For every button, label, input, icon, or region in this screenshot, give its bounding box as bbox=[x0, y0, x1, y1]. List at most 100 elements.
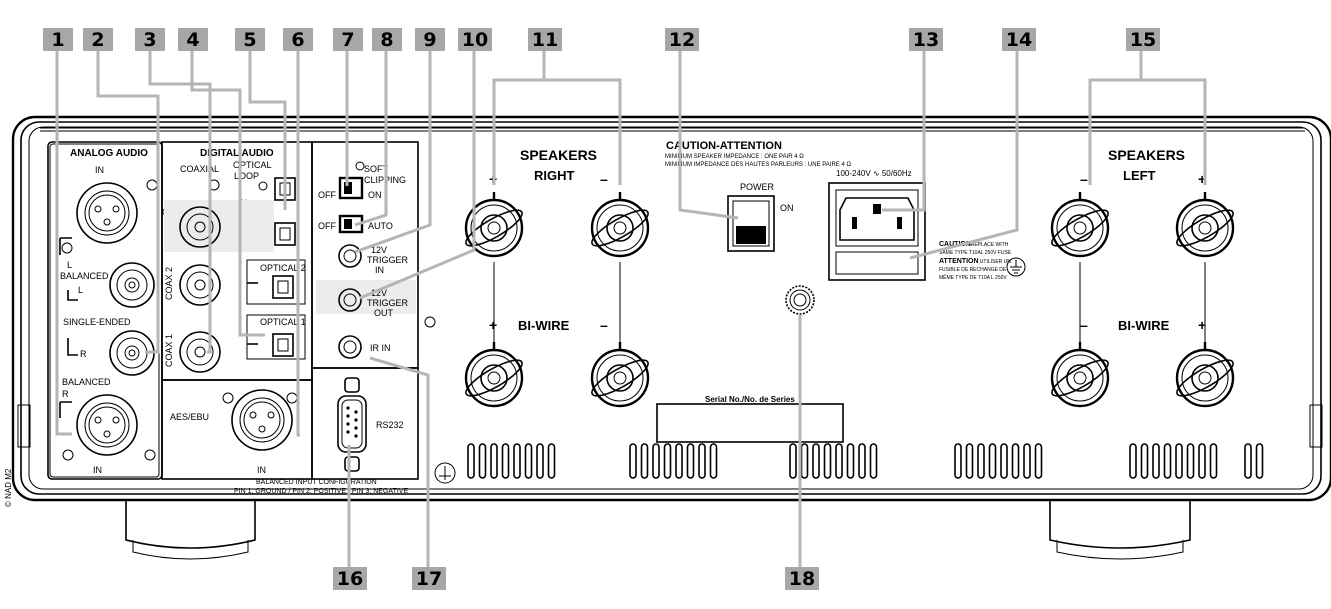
callout-3: 3 bbox=[135, 28, 165, 51]
binding-post-3 bbox=[464, 342, 524, 408]
callout-4: 4 bbox=[178, 28, 208, 51]
binding-post-1 bbox=[464, 192, 524, 258]
coax-out-jack bbox=[179, 179, 221, 248]
soft-clipping-off: OFF bbox=[318, 190, 336, 200]
callout-17: 17 bbox=[412, 567, 446, 590]
power-on-label: ON bbox=[780, 203, 794, 213]
svg-text:12: 12 bbox=[669, 29, 695, 51]
callout-6: 6 bbox=[283, 28, 313, 51]
svg-text:18: 18 bbox=[789, 568, 815, 590]
callout-11: 11 bbox=[528, 28, 562, 51]
left-biwire-plus: + bbox=[1198, 317, 1206, 333]
binding-post-6 bbox=[1175, 192, 1235, 258]
auto-on: AUTO bbox=[368, 221, 393, 231]
xlr-in-top: IN bbox=[59, 165, 158, 255]
callout-15: 15 bbox=[1126, 28, 1160, 51]
speakers-right-title: SPEAKERS bbox=[520, 147, 597, 163]
speaker-binding-posts bbox=[464, 192, 1235, 408]
analog-audio-title: ANALOG AUDIO bbox=[70, 148, 148, 159]
balanced-r-title: BALANCED bbox=[62, 377, 111, 387]
left-biwire-minus: – bbox=[1080, 317, 1088, 333]
callout-18: 18 bbox=[785, 567, 819, 590]
trigger-in-1: 12V bbox=[371, 245, 387, 255]
svg-text:17: 17 bbox=[416, 568, 442, 590]
coax1-jack bbox=[179, 331, 221, 373]
loop-label: LOOP bbox=[234, 171, 259, 181]
mains-label: 100-240V ∿ 50/60Hz bbox=[836, 169, 912, 178]
svg-text:9: 9 bbox=[423, 29, 436, 51]
rs232-label: RS232 bbox=[376, 420, 404, 430]
svg-text:8: 8 bbox=[380, 29, 393, 51]
svg-text:2: 2 bbox=[91, 29, 104, 51]
ground-symbol-icon bbox=[1006, 257, 1026, 277]
auto-off: OFF bbox=[318, 221, 336, 231]
svg-text:15: 15 bbox=[1130, 29, 1156, 51]
copyright-label: © NAD M2 bbox=[4, 468, 13, 507]
xlr-in-top-label: IN bbox=[95, 165, 104, 175]
balanced-config-1: BALANCED INPUT CONFIGURATION bbox=[256, 479, 377, 486]
xlr-in-bottom-label: IN bbox=[93, 465, 102, 475]
digital-audio-panel: DIGITAL AUDIO COAXIAL OPTICAL LOOP IN OU… bbox=[161, 141, 419, 480]
callout-7: 7 bbox=[333, 28, 363, 51]
ir-in-jack: IR IN bbox=[338, 335, 391, 359]
callout-leader-lines bbox=[55, 51, 1207, 567]
fuse-caution-text-2: SAME TYPE T10AL 250V FUSE bbox=[939, 250, 1012, 256]
soft-clipping-on: ON bbox=[368, 190, 382, 200]
left-top-plus: + bbox=[1198, 171, 1206, 187]
coax2-label: COAX 2 bbox=[164, 267, 174, 300]
fuse-attention: ATTENTION bbox=[939, 258, 979, 265]
binding-post-5 bbox=[1050, 192, 1110, 258]
fuse-attention-text-1: : UTILISER UN bbox=[977, 259, 1011, 265]
balanced-l-letter: L bbox=[67, 260, 72, 270]
binding-post-4 bbox=[590, 342, 650, 408]
fuse-attention-text-2: FUSIBLE DE RECHANGE DE bbox=[939, 267, 1007, 273]
rca-single-ended-r: R bbox=[67, 330, 155, 376]
callout-9: 9 bbox=[415, 28, 445, 51]
left-top-minus: – bbox=[1080, 171, 1088, 187]
right-biwire-minus: – bbox=[600, 317, 608, 333]
power-label: POWER bbox=[740, 182, 775, 192]
fuse-caution-text-1: : REPLACE WITH bbox=[968, 242, 1009, 248]
serial-number-plate: Serial No./No. de Series bbox=[656, 395, 844, 443]
iec-power-inlet: 100-240V ∿ 50/60Hz bbox=[828, 169, 926, 281]
coax2-jack bbox=[179, 264, 221, 306]
right-biwire-label: BI-WIRE bbox=[518, 318, 570, 333]
optical1-label: OPTICAL 1 bbox=[260, 317, 306, 327]
callout-2: 2 bbox=[83, 28, 113, 51]
binding-post-2 bbox=[590, 192, 650, 258]
svg-text:7: 7 bbox=[341, 29, 354, 51]
svg-text:4: 4 bbox=[186, 29, 199, 51]
coaxial-label: COAXIAL bbox=[180, 164, 219, 174]
svg-text:3: 3 bbox=[143, 29, 156, 51]
balanced-config-2: PIN 1: GROUND / PIN 2: POSITIVE / PIN 3:… bbox=[234, 488, 408, 495]
aes-ebu-connector: AES/EBU IN bbox=[170, 389, 298, 475]
binding-post-7 bbox=[1050, 342, 1110, 408]
serial-label: Serial No./No. de Series bbox=[705, 395, 795, 404]
svg-text:5: 5 bbox=[243, 29, 256, 51]
optical2-connector bbox=[246, 259, 306, 305]
callout-10: 10 bbox=[458, 28, 492, 51]
svg-text:16: 16 bbox=[337, 568, 363, 590]
callout-13: 13 bbox=[909, 28, 943, 51]
right-top-minus: – bbox=[600, 171, 608, 187]
caution-line-2: MINIMUM IMPEDANCE DES HAUTES PARLEURS : … bbox=[665, 162, 851, 168]
trigger-in-3: IN bbox=[375, 265, 384, 275]
callout-16: 16 bbox=[333, 567, 367, 590]
xlr-in-bottom: IN bbox=[59, 394, 156, 475]
aes-ebu-label: AES/EBU bbox=[170, 412, 209, 422]
optical-label: OPTICAL bbox=[233, 160, 272, 170]
trigger-out-2: TRIGGER bbox=[367, 298, 409, 308]
analog-audio-panel: ANALOG AUDIO bbox=[47, 141, 163, 480]
single-ended-label: SINGLE-ENDED bbox=[63, 317, 131, 327]
ventilation-slots bbox=[467, 443, 1264, 479]
balanced-l-label: BALANCED bbox=[60, 271, 109, 281]
fuse-attention-text-3: MÊME TYPE DE T10A L 250V bbox=[939, 273, 1007, 281]
power-switch: POWER ON bbox=[727, 182, 794, 252]
binding-post-8 bbox=[1175, 342, 1235, 408]
digital-audio-title: DIGITAL AUDIO bbox=[200, 148, 274, 159]
callout-5: 5 bbox=[235, 28, 265, 51]
coax1-label: COAX 1 bbox=[164, 334, 174, 367]
